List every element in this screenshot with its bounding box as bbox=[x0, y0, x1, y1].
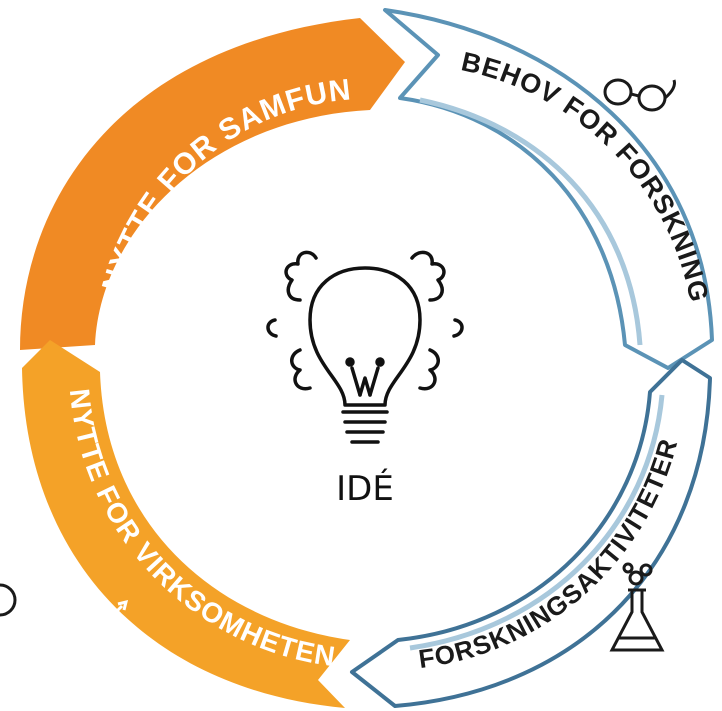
segment-shape bbox=[350, 358, 712, 708]
center-label: IDÉ bbox=[336, 468, 394, 509]
ribbon-shadow bbox=[419, 97, 643, 346]
segment-nytte-for-samfunn: NYTTE FOR SAMFUNN bbox=[0, 0, 405, 350]
flask-icon bbox=[609, 562, 665, 652]
edge-ring bbox=[0, 583, 17, 617]
lightbulb-icon bbox=[266, 250, 464, 444]
segment-behov-for-forskning: BEHOV FOR FORSKNING bbox=[383, 8, 714, 370]
ribbon-shadow bbox=[409, 394, 665, 651]
segment-shape bbox=[22, 340, 350, 708]
glasses-icon bbox=[603, 78, 676, 112]
people-icon bbox=[78, 54, 139, 103]
segment-forskningsaktiviteter: FORSKNINGSAKTIVITETER bbox=[350, 358, 712, 708]
segment-shape bbox=[20, 18, 405, 350]
segment-nytte-for-virksomheten: NYTTE FOR VIRKSOMHETEN bbox=[22, 340, 350, 708]
target-icon bbox=[78, 599, 129, 661]
